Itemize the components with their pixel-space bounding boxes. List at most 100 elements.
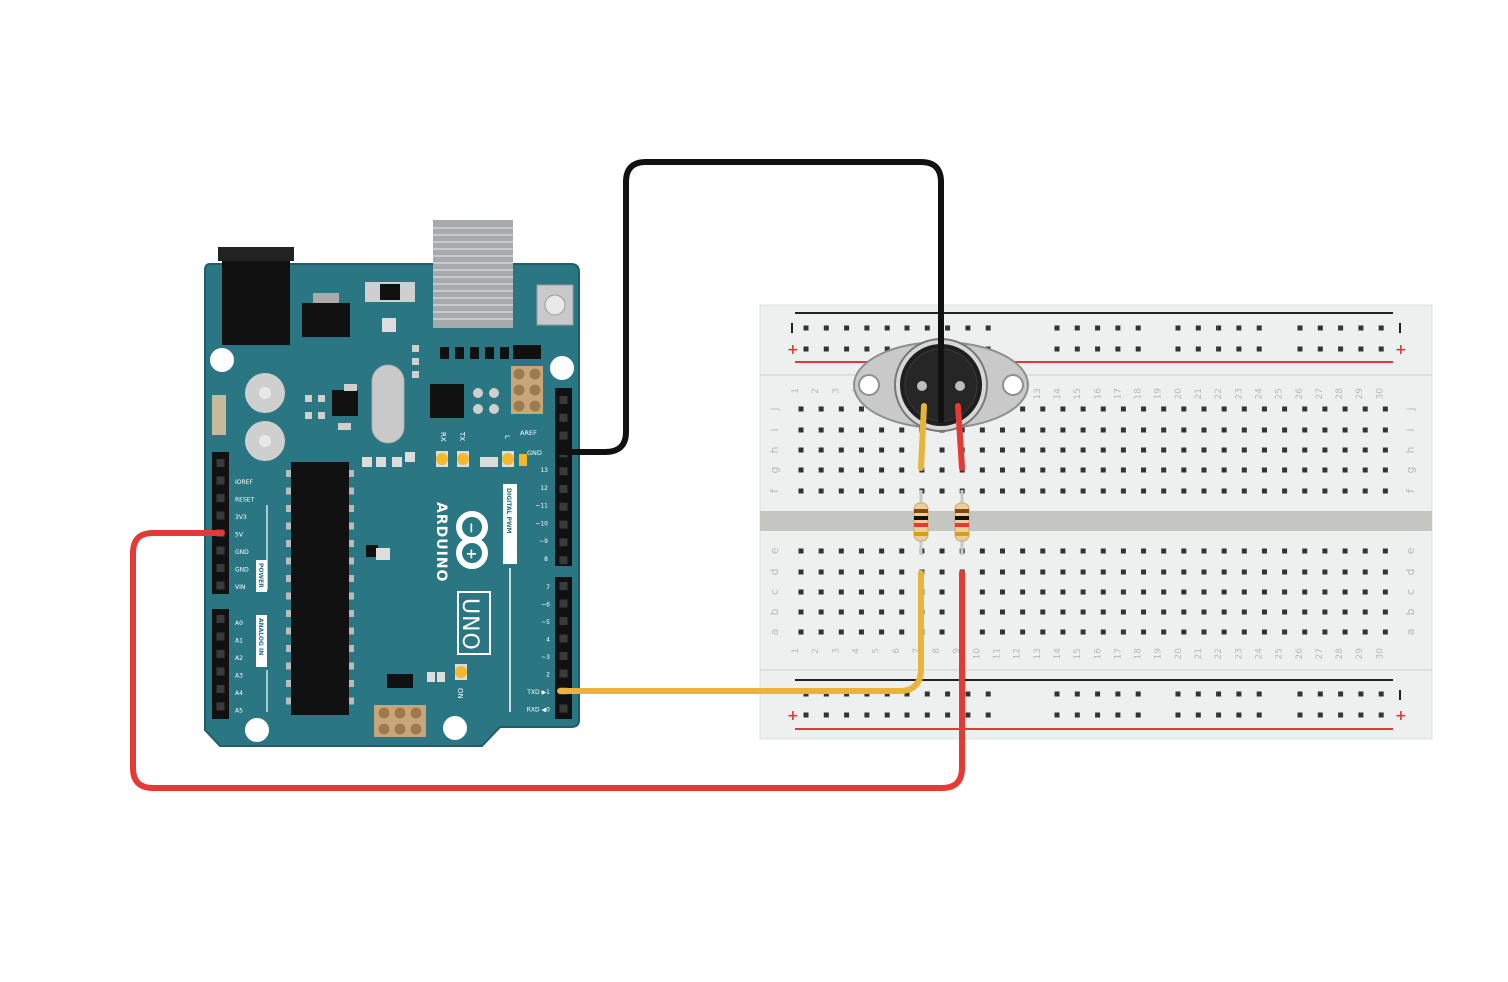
breadboard-hole (1120, 548, 1126, 554)
breadboard-hole (1060, 589, 1066, 595)
header-socket (559, 502, 568, 511)
smd-pad (318, 395, 325, 402)
wire-red-sensor-lead (955, 403, 965, 471)
bottom-rail-plus-right: + (1395, 708, 1407, 724)
breadboard-hole (1382, 629, 1388, 635)
column-number-bottom: 6 (892, 648, 902, 654)
mount-hole (245, 718, 269, 742)
breadboard-hole (838, 609, 844, 615)
column-number-bottom: 22 (1214, 648, 1224, 659)
breadboard-hole (1141, 609, 1147, 615)
digital-pin-label: 2 (546, 672, 550, 679)
header-socket (559, 431, 568, 440)
mcu-pin (349, 557, 354, 565)
mcu-pin (286, 522, 291, 530)
analog-pin-label: A0 (235, 620, 243, 627)
breadboard-hole (1322, 406, 1328, 412)
breadboard-hole (1080, 589, 1086, 595)
digital-pin-label: 13 (540, 467, 548, 474)
column-number-bottom: 4 (851, 648, 861, 654)
power-pin-label: 5V (235, 532, 244, 539)
breadboard-hole (1100, 447, 1106, 453)
breadboard-hole (1241, 467, 1247, 473)
rail-hole (1358, 346, 1364, 352)
rail-hole (1054, 325, 1060, 331)
digital-pin-label: TXD ▶1 (526, 689, 550, 696)
led (457, 453, 469, 465)
rail-hole (884, 346, 890, 352)
breadboard-hole (1261, 427, 1267, 433)
row-letter-left: a (768, 629, 781, 636)
arduino-logo: − + (456, 511, 488, 569)
breadboard-hole (979, 589, 985, 595)
row-letter-left: g (768, 467, 781, 474)
power-pin-label: IOREF (235, 479, 253, 486)
breadboard-hole (899, 609, 905, 615)
breadboard-hole (1201, 548, 1207, 554)
breadboard-hole (1241, 488, 1247, 494)
breadboard-hole (879, 569, 885, 575)
header-socket (559, 582, 568, 590)
resistor-band (955, 532, 969, 536)
column-number-bottom: 10 (972, 648, 982, 660)
analog-pin-label: A4 (235, 690, 243, 697)
header-socket (216, 615, 225, 623)
wire-black-gnd (557, 159, 944, 455)
column-number-top: 24 (1254, 388, 1264, 400)
wire-red-5v (130, 530, 965, 791)
column-number-top: 14 (1053, 388, 1063, 400)
breadboard-hole (1362, 427, 1368, 433)
header-socket (559, 669, 568, 678)
digital-label: DIGITAL PWM (505, 488, 512, 534)
breadboard-hole (1342, 589, 1348, 595)
sensor-mount-hole-right (1002, 374, 1024, 396)
breadboard-hole (858, 609, 864, 615)
rail-hole (1074, 325, 1080, 331)
breadboard-hole (1141, 548, 1147, 554)
breadboard-hole (1282, 589, 1288, 595)
breadboard-hole (1120, 467, 1126, 473)
rail-hole (1256, 691, 1262, 697)
mcu-pin (286, 557, 291, 565)
breadboard-hole (1382, 609, 1388, 615)
rail-hole (1095, 712, 1101, 718)
rail-hole (844, 325, 850, 331)
breadboard-hole (1322, 548, 1328, 554)
digital-header-top (555, 388, 572, 566)
icsp-pin (513, 400, 525, 412)
breadboard-hole (1120, 427, 1126, 433)
breadboard-hole (1100, 427, 1106, 433)
breadboard-hole (1221, 488, 1227, 494)
logo-ring-right (456, 537, 488, 569)
breadboard-hole (939, 609, 945, 615)
breadboard-hole (1302, 467, 1308, 473)
mount-hole (550, 356, 574, 380)
breadboard-hole (1201, 569, 1207, 575)
smd-pad (350, 384, 357, 391)
header-socket (216, 667, 225, 676)
breadboard-hole (798, 629, 804, 635)
breadboard-hole (1060, 427, 1066, 433)
mount-hole (210, 348, 234, 372)
breadboard-hole (798, 488, 804, 494)
breadboard-hole (1302, 447, 1308, 453)
rail-hole (1135, 325, 1141, 331)
rail-hole (1358, 691, 1364, 697)
breadboard-hole (939, 548, 945, 554)
breadboard-hole (1141, 569, 1147, 575)
row-letter-left: f (768, 488, 781, 493)
breadboard-hole (1000, 589, 1005, 595)
gnd-label: GND (527, 449, 542, 457)
digital-pin-label: ~3 (541, 654, 550, 661)
rail-hole (1317, 691, 1323, 697)
sensor-pin (955, 381, 965, 391)
led (436, 453, 448, 465)
power-pin-label: GND (235, 567, 249, 574)
analog-pin-label: A1 (235, 638, 243, 645)
wires (130, 159, 965, 791)
breadboard-hole (1322, 447, 1328, 453)
breadboard-hole (1181, 427, 1187, 433)
smd-component (480, 457, 490, 467)
breadboard-hole (1000, 488, 1005, 494)
digital-pin-label: 8 (544, 556, 548, 563)
